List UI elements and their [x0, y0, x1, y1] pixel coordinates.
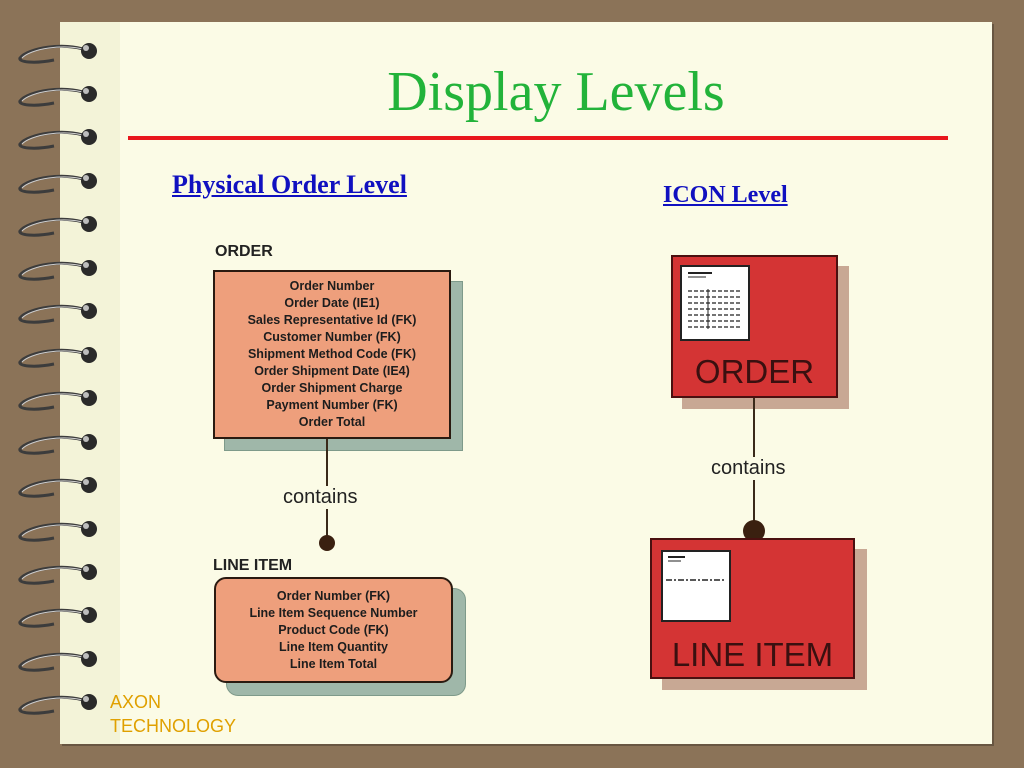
binding-ring	[18, 477, 97, 498]
icon-level-heading[interactable]: ICON Level	[663, 182, 788, 208]
attribute-row: Order Total	[298, 415, 366, 429]
binding-ring	[18, 347, 97, 368]
attribute-row: Line Item Sequence Number	[249, 605, 418, 620]
attribute-row: Sales Representative Id (FK)	[247, 313, 417, 327]
title-divider	[128, 136, 948, 140]
binding-ring	[18, 607, 97, 628]
line-item-attribute-list: Order Number (FK) Line Item Sequence Numb…	[249, 588, 417, 673]
icon-contains-label: contains	[709, 457, 788, 480]
binding-ring	[18, 434, 97, 455]
binding-ring	[18, 216, 97, 237]
attribute-row: Order Shipment Date (IE4)	[254, 364, 410, 378]
attribute-row: Order Number	[289, 279, 375, 293]
binding-ring	[18, 521, 97, 542]
document-icon	[661, 550, 731, 622]
attribute-row: Shipment Method Code (FK)	[247, 347, 417, 361]
company-name-line2: TECHNOLOGY	[110, 716, 237, 736]
slide-title: Display Levels	[387, 61, 725, 123]
binding-ring	[18, 564, 97, 585]
binding-ring	[18, 260, 97, 281]
document-icon	[680, 265, 750, 341]
attribute-row: Order Number (FK)	[276, 588, 391, 603]
contains-label: contains	[281, 486, 360, 509]
binding-ring	[18, 86, 97, 107]
physical-order-heading[interactable]: Physical Order Level	[172, 170, 407, 199]
icon-cardinality-dot	[743, 520, 765, 542]
binding-ring	[18, 303, 97, 324]
binding-ring	[18, 43, 97, 64]
attribute-row: Customer Number (FK)	[263, 330, 401, 344]
attribute-row: Payment Number (FK)	[266, 398, 398, 412]
line-item-entity-box: Order Number (FK) Line Item Sequence Numb…	[214, 577, 453, 683]
attribute-row: Line Item Quantity	[278, 639, 389, 654]
line-item-icon-box: LINE ITEM	[650, 538, 855, 679]
order-icon-label: ORDER	[694, 353, 815, 390]
order-entity-label: ORDER	[215, 243, 273, 260]
binding-ring	[18, 694, 97, 715]
line-item-entity-label: LINE ITEM	[213, 557, 293, 574]
order-icon-box: ORDER	[671, 255, 838, 398]
line-item-icon-label: LINE ITEM	[671, 636, 834, 673]
company-name-line1: AXON	[110, 692, 162, 712]
attribute-row: Order Shipment Charge	[261, 381, 403, 395]
attribute-row: Line Item Total	[289, 656, 378, 671]
cardinality-dot	[319, 535, 335, 551]
binding-ring	[18, 173, 97, 194]
binding-ring	[18, 129, 97, 150]
binding-ring	[18, 651, 97, 672]
company-logo-text: AXON TECHNOLOGY	[110, 690, 236, 738]
binding-ring	[18, 390, 97, 411]
attribute-row: Order Date (IE1)	[284, 296, 380, 310]
attribute-row: Product Code (FK)	[278, 622, 389, 637]
